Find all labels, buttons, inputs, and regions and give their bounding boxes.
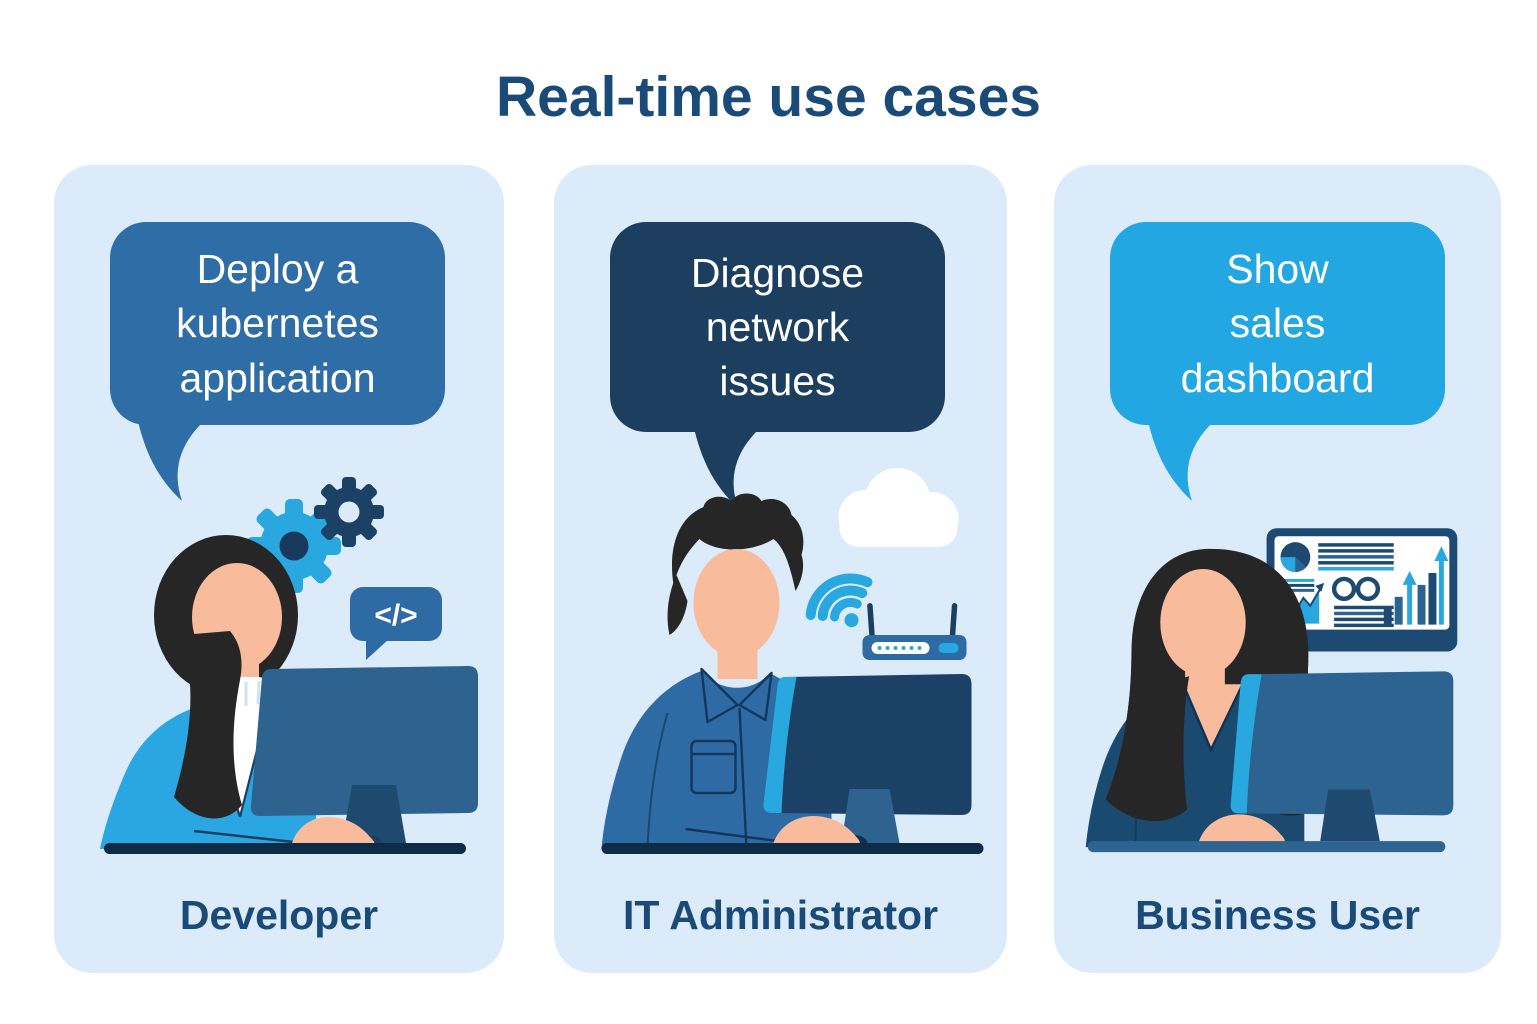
speech-bubble: Deploy a kubernetes application [110,222,445,425]
speech-bubble-tail [694,428,760,508]
developer-illustration: </> [100,477,478,854]
monitor [763,674,972,843]
desk [104,843,466,854]
desk [1087,841,1446,853]
hand [292,817,375,843]
business-user-illustration [1085,528,1458,853]
donut-chart [1355,576,1381,602]
panel-business-user: Show sales dashboard [1054,165,1501,973]
panel-label: Developer [179,892,379,938]
hair-left [1105,652,1190,822]
router-icon [862,603,967,660]
desk [601,843,984,854]
hair [671,493,804,591]
monitor-stand [841,789,900,843]
speech-bubble-tail [1148,421,1214,501]
page-title: Real-time use cases [496,65,1041,129]
panel-developer: Deploy a kubernetes application [54,165,504,973]
pocket [690,739,737,795]
face [693,549,780,657]
speech-bubble-tail [138,421,204,501]
wifi-icon [805,573,873,628]
donut-chart [1331,576,1357,602]
hand [773,816,860,843]
dashboard-icon [1266,528,1458,652]
panel-it-administrator: Diagnose network issues [554,165,1007,973]
hand [1199,814,1285,842]
face [1160,569,1246,677]
code-bubble-icon: </> [350,587,442,660]
gear-small-icon [314,477,384,547]
bar-chart [1383,546,1449,625]
panel-label: Business User [1135,892,1420,938]
speech-bubble: Show sales dashboard [1110,222,1445,425]
monitor-stand [1320,789,1380,842]
collar-left [700,667,739,724]
ponytail [174,631,242,819]
it-administrator-illustration [601,468,984,854]
cloud-icon [838,468,959,547]
panel-label: IT Administrator [622,892,939,938]
collar-right [738,671,773,722]
speech-bubble: Diagnose network issues [610,222,945,432]
svg-text:</>: </> [374,599,417,632]
monitor [1230,671,1454,842]
